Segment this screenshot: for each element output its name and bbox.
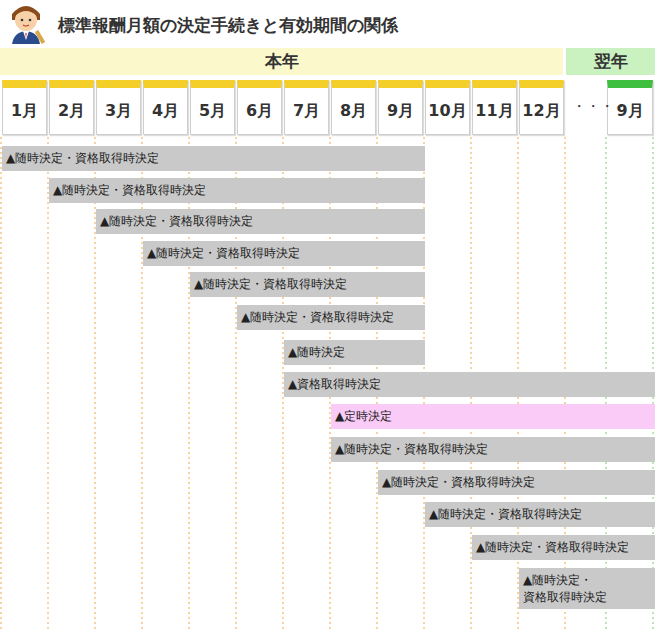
period-bar: ▲随時決定・資格取得時決定 [331, 437, 655, 462]
guide-line [1, 137, 2, 632]
node-text: 3月 [105, 101, 132, 122]
node-text: 12月 [522, 101, 560, 122]
node-text: 5月 [199, 101, 226, 122]
period-bar: ▲定時決定 [331, 404, 655, 429]
node-text: ▲随時決定・資格取得時決定 [100, 213, 253, 229]
node-text: 1月 [11, 101, 38, 122]
node-text: ▲随時決定・資格取得時決定 [335, 441, 488, 457]
ellipsis-label: ・・・・ [572, 98, 628, 116]
month-page: 3月 [96, 80, 141, 135]
period-bar: ▲随時決定・資格取得時決定 [237, 305, 425, 330]
period-bar: ▲随時決定・資格取得時決定 [96, 209, 425, 234]
month-page: 11月 [472, 80, 517, 135]
node-text: ▲随時決定・資格取得時決定 [194, 276, 347, 292]
month-page: 8月 [331, 80, 376, 135]
node-text: ▲随時決定・ 資格取得時決定 [523, 572, 651, 604]
period-bar: ▲随時決定・資格取得時決定 [472, 535, 655, 560]
year-band-ground [0, 48, 563, 75]
node-text: ▲資格取得時決定 [288, 376, 381, 392]
period-bar: ▲随時決定・資格取得時決定 [49, 178, 425, 203]
period-bar: ▲随時決定・資格取得時決定 [143, 241, 425, 266]
period-bar: ▲随時決定・ 資格取得時決定 [519, 568, 655, 609]
year-band: 翌年 [566, 48, 655, 75]
node-text: ▲随時決定・資格取得時決定 [53, 182, 206, 198]
node-text: ▲随時決定・資格取得時決定 [382, 474, 535, 490]
node-text: ▲随時決定 [288, 344, 345, 360]
month-page: 6月 [237, 80, 282, 135]
month-page: 5月 [190, 80, 235, 135]
node-text: ▲随時決定・資格取得時決定 [6, 150, 159, 166]
period-bar: ▲資格取得時決定 [284, 372, 655, 397]
node-text: 10月 [428, 101, 466, 122]
month-page: 2月 [49, 80, 94, 135]
period-bar: ▲随時決定・資格取得時決定 [378, 470, 655, 495]
month-page: 9月 [378, 80, 423, 135]
node-text: 翌年 [594, 50, 628, 73]
guide-line [48, 137, 49, 632]
month-page: 7月 [284, 80, 329, 135]
month-page: 12月 [519, 80, 564, 135]
month-page: 10月 [425, 80, 470, 135]
node-text: 4月 [152, 101, 179, 122]
year-band: 本年 [0, 48, 563, 75]
node-text: 6月 [246, 101, 273, 122]
node-text: ▲随時決定・資格取得時決定 [476, 539, 629, 555]
node-text: ▲定時決定 [335, 408, 392, 424]
node-text: ▲随時決定・資格取得時決定 [429, 506, 582, 522]
diagram-title: 標準報酬月額の決定手続きと有効期間の関係 [58, 14, 398, 37]
node-text: 8月 [340, 101, 367, 122]
node-text: 7月 [293, 101, 320, 122]
period-bar: ▲随時決定・資格取得時決定 [425, 502, 655, 527]
month-page: 4月 [143, 80, 188, 135]
period-bar: ▲随時決定・資格取得時決定 [2, 146, 425, 171]
period-bar: ▲随時決定・資格取得時決定 [190, 272, 425, 297]
month-page: 1月 [2, 80, 47, 135]
person-icon [4, 2, 48, 44]
year-band-ground [566, 48, 655, 75]
node-text: 11月 [475, 101, 513, 122]
node-text: ▲随時決定・資格取得時決定 [147, 245, 300, 261]
node-text: 2月 [58, 101, 85, 122]
node-text: 9月 [387, 101, 414, 122]
period-bar: ▲随時決定 [284, 340, 425, 365]
node-text: ▲随時決定・資格取得時決定 [241, 309, 394, 325]
node-text: 本年 [265, 50, 299, 73]
